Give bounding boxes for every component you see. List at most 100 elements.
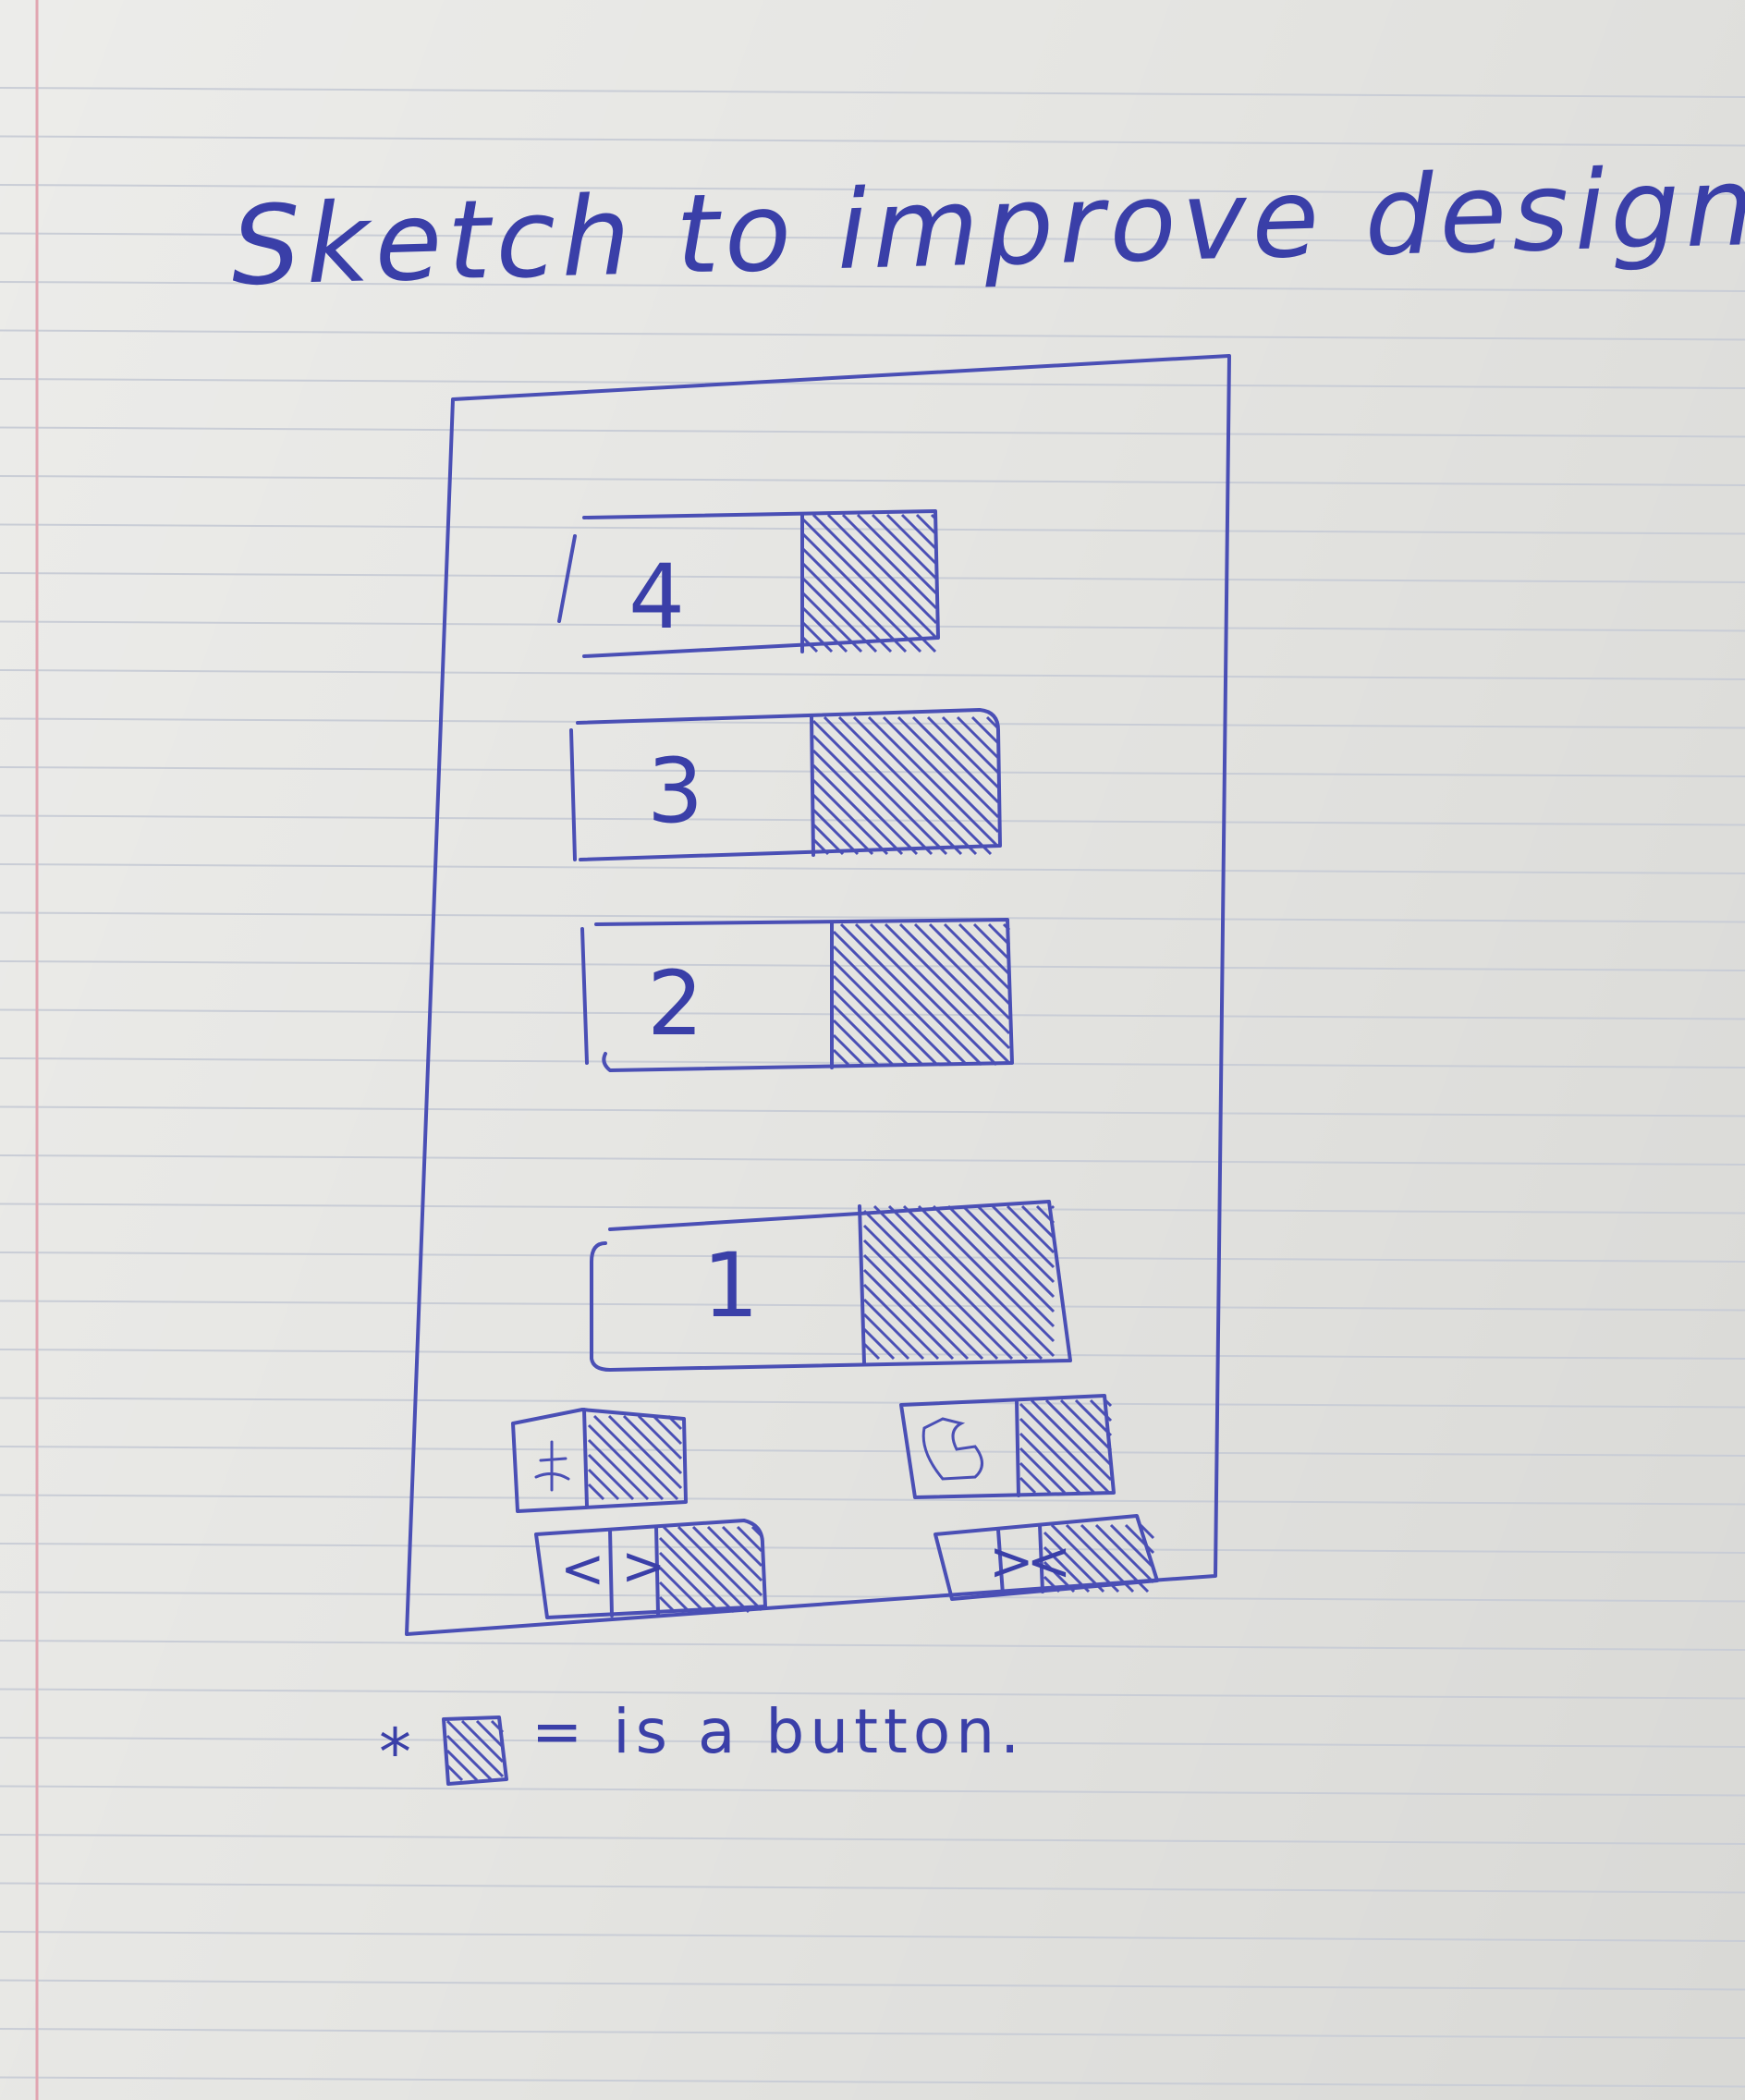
hatch-stroke	[832, 945, 954, 1067]
next-button[interactable]: >	[621, 1534, 666, 1597]
hatch-stroke	[736, 1525, 763, 1553]
list-item-1-label: 1	[702, 1234, 760, 1337]
list-item-4[interactable]	[557, 509, 940, 658]
hatch-stroke	[862, 1209, 1014, 1361]
hatch-stroke	[887, 1204, 1043, 1361]
hatch-stroke	[1050, 1204, 1056, 1210]
hatch-stroke	[587, 1483, 605, 1501]
hatch-stroke	[658, 1536, 736, 1614]
phone-button[interactable]	[899, 1394, 1116, 1499]
hatch-stroke	[1043, 1575, 1061, 1593]
hatch-stroke	[1044, 1398, 1113, 1467]
hatch-stroke	[902, 1204, 1056, 1358]
hatch-stroke	[930, 513, 938, 521]
lock-icon	[534, 1440, 570, 1492]
ruled-line	[0, 329, 1745, 341]
hatch-stroke	[882, 715, 1000, 834]
hatch-stroke	[900, 513, 938, 551]
hatch-stroke	[987, 922, 1011, 946]
hatch-stroke	[800, 635, 819, 653]
ruled-line	[0, 1640, 1745, 1651]
hatch-stroke	[1043, 1545, 1091, 1593]
hatch-stroke	[862, 1268, 955, 1361]
ruled-line	[0, 1251, 1745, 1263]
ruled-line	[0, 1737, 1745, 1748]
hatch-stroke	[932, 1204, 1056, 1328]
hatch-stroke	[1050, 1523, 1120, 1593]
prev-button[interactable]: <	[560, 1537, 605, 1600]
hatch-stroke	[1124, 1523, 1155, 1555]
collapse-button[interactable]: ><	[989, 1530, 1071, 1593]
ruled-line	[0, 378, 1745, 389]
collapse-control[interactable]	[934, 1514, 1159, 1601]
hatch-stroke	[800, 605, 848, 653]
hatch-stroke	[970, 715, 1000, 745]
hatch-stroke	[811, 778, 889, 856]
hatch-stroke	[1019, 1417, 1096, 1495]
ruled-line	[0, 475, 1745, 486]
hatch-stroke	[867, 715, 1000, 849]
hatch-stroke	[862, 1342, 881, 1361]
hatch-stroke	[826, 513, 938, 625]
hatch-stroke	[592, 1414, 679, 1501]
hatch-stroke	[658, 1595, 677, 1614]
ruled-line	[0, 863, 1745, 874]
hatch-stroke	[926, 715, 1000, 789]
hatch-stroke	[928, 922, 1011, 1006]
ruled-line	[0, 1154, 1745, 1166]
ruled-line	[0, 1882, 1745, 1894]
ruled-line	[0, 1785, 1745, 1797]
hatch-stroke	[943, 922, 1011, 991]
hatch-stroke	[897, 715, 1000, 819]
hatch-stroke	[856, 513, 938, 595]
prev-next-control[interactable]	[534, 1519, 767, 1619]
ruled-line	[0, 1397, 1745, 1409]
phone-icon	[921, 1417, 983, 1481]
ruled-line	[0, 911, 1745, 923]
ruled-line	[0, 1446, 1745, 1457]
hatch-stroke	[911, 715, 1000, 804]
item-3-button[interactable]	[811, 715, 1000, 856]
ruled-line	[0, 1300, 1745, 1312]
ruled-line	[0, 1979, 1745, 1991]
hatch-stroke	[800, 620, 834, 653]
phone-frame	[405, 354, 1231, 1636]
ruled-line	[0, 281, 1745, 292]
hatch-stroke	[832, 1033, 865, 1067]
hatch-stroke	[862, 1253, 970, 1361]
ruled-line	[0, 184, 1745, 195]
ruled-line	[0, 87, 1745, 98]
item-2-button[interactable]	[832, 922, 1011, 1067]
hatch-stroke	[445, 1764, 464, 1782]
hatch-stroke	[587, 1468, 620, 1501]
list-item-1[interactable]	[590, 1200, 1072, 1372]
list-item-3[interactable]	[569, 708, 1002, 861]
hatch-stroke	[1043, 1531, 1105, 1593]
hatch-stroke	[832, 959, 939, 1067]
hatch-stroke	[869, 922, 1011, 1065]
ruled-line	[0, 1543, 1745, 1554]
lock-button[interactable]	[511, 1408, 688, 1513]
hatch-stroke	[622, 1414, 683, 1475]
item-1-button[interactable]	[862, 1204, 1056, 1361]
hatch-stroke	[587, 1453, 635, 1501]
hatch-stroke	[637, 1414, 683, 1460]
hatch-stroke	[1074, 1398, 1113, 1437]
item-4-button[interactable]	[800, 513, 938, 653]
hatch-stroke	[1089, 1398, 1113, 1422]
list-item-3-label: 3	[647, 739, 704, 843]
ruled-line	[0, 717, 1745, 729]
hatch-stroke	[445, 1734, 494, 1782]
ruled-line	[0, 572, 1745, 583]
hatch-stroke	[750, 1525, 763, 1538]
hatch-stroke	[832, 930, 969, 1067]
ruled-line	[0, 1688, 1745, 1700]
hatch-stroke	[991, 1204, 1056, 1269]
hatch-stroke	[976, 1204, 1056, 1284]
list-item-2[interactable]	[580, 918, 1014, 1072]
hatch-stroke	[1006, 1204, 1056, 1254]
hatch-stroke	[1019, 1461, 1052, 1495]
hatch-stroke	[871, 513, 938, 580]
ruled-line	[0, 766, 1745, 777]
